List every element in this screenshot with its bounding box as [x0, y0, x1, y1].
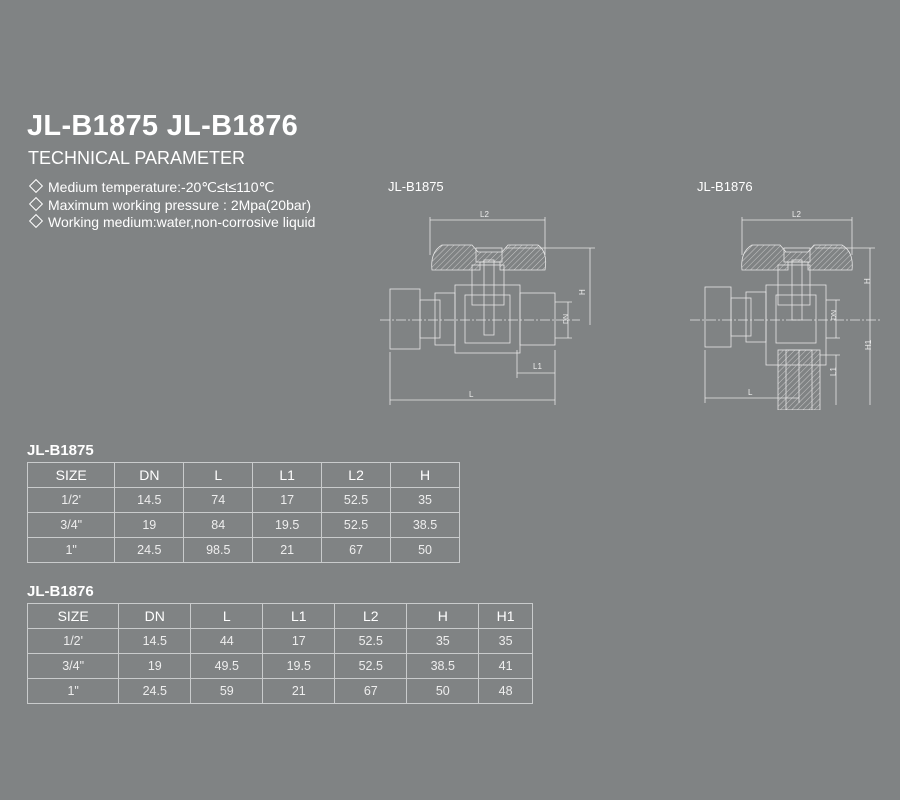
parameter-text: Working medium:water,non-corrosive liqui… — [48, 214, 316, 230]
dim-label: H — [863, 278, 872, 284]
dim-label: L2 — [480, 210, 489, 219]
page-subtitle: TECHNICAL PARAMETER — [28, 148, 246, 168]
table-header-row: SIZE DN L L1 L2 H H1 — [26, 603, 533, 629]
column-header: L2 — [334, 603, 408, 629]
column-header: DN — [118, 603, 192, 629]
table-cell: 1" — [26, 537, 116, 563]
table-cell: 35 — [390, 487, 460, 513]
table-cell: 19 — [114, 512, 185, 538]
column-header: DN — [114, 462, 185, 488]
parameter-item: Maximum working pressure : 2Mpa(20bar) — [28, 196, 315, 215]
table-cell: 44 — [190, 628, 264, 654]
table-cell: 41 — [478, 653, 533, 679]
table-cell: 19 — [118, 653, 192, 679]
column-header: L — [190, 603, 264, 629]
table-cell: 19.5 — [262, 653, 336, 679]
column-header: H — [390, 462, 460, 488]
diamond-bullet-icon — [28, 196, 44, 211]
table-title-b1876: JL-B1876 — [27, 583, 94, 600]
table-header-row: SIZE DN L L1 L2 H — [26, 462, 460, 488]
dim-label: L1 — [533, 362, 542, 371]
table-cell: 24.5 — [118, 678, 192, 704]
parameter-text: Maximum working pressure : 2Mpa(20bar) — [48, 196, 311, 213]
diamond-bullet-icon — [28, 178, 44, 194]
dim-label: L — [469, 390, 474, 399]
column-header: H — [406, 603, 480, 629]
parameter-text: Medium temperature:-20℃≤t≤110℃ — [48, 179, 275, 195]
drawing-label-b1876: JL-B1876 — [697, 179, 753, 194]
table-cell: 1/2' — [26, 628, 120, 654]
valve-drawing-b1876: L2 DN H H1 L1 L — [690, 210, 880, 410]
table-cell: 52.5 — [321, 487, 392, 513]
table-cell: 35 — [406, 628, 480, 654]
dim-label: L2 — [792, 210, 801, 219]
table-cell: 3/4" — [26, 512, 116, 538]
dim-label: H — [578, 289, 587, 295]
page-title: JL-B1875 JL-B1876 — [27, 110, 299, 142]
column-header: L1 — [262, 603, 336, 629]
dim-label: L — [748, 388, 753, 397]
table-cell: 24.5 — [114, 537, 185, 563]
parameter-item: Working medium:water,non-corrosive liqui… — [28, 213, 316, 232]
table-cell: 38.5 — [390, 512, 460, 538]
table-cell: 17 — [262, 628, 336, 654]
table-cell: 3/4" — [26, 653, 120, 679]
column-header: L2 — [321, 462, 392, 488]
table-cell: 48 — [478, 678, 533, 704]
table-cell: 67 — [334, 678, 408, 704]
table-cell: 67 — [321, 537, 392, 563]
drawing-label-b1875: JL-B1875 — [388, 179, 444, 194]
column-header: SIZE — [26, 462, 116, 488]
table-cell: 1" — [26, 678, 120, 704]
table-cell: 49.5 — [190, 653, 264, 679]
table-cell: 50 — [390, 537, 460, 563]
table-cell: 52.5 — [334, 628, 408, 654]
table-cell: 74 — [183, 487, 254, 513]
column-header: H1 — [478, 603, 533, 629]
table-cell: 84 — [183, 512, 254, 538]
table-cell: 21 — [262, 678, 336, 704]
table-cell: 38.5 — [406, 653, 480, 679]
table-cell: 21 — [252, 537, 323, 563]
table-cell: 35 — [478, 628, 533, 654]
table-cell: 52.5 — [334, 653, 408, 679]
table-cell: 50 — [406, 678, 480, 704]
table-cell: 1/2' — [26, 487, 116, 513]
column-header: L1 — [252, 462, 323, 488]
table-cell: 59 — [190, 678, 264, 704]
column-header: SIZE — [26, 603, 120, 629]
table-cell: 52.5 — [321, 512, 392, 538]
table-cell: 98.5 — [183, 537, 254, 563]
table-cell: 14.5 — [114, 487, 185, 513]
dim-label: L1 — [829, 367, 838, 376]
diamond-bullet-icon — [28, 213, 44, 229]
dim-label: H1 — [864, 339, 873, 350]
dim-label: DN — [563, 314, 570, 324]
column-header: L — [183, 462, 254, 488]
dim-label: DN — [831, 310, 838, 320]
table-title-b1875: JL-B1875 — [27, 442, 94, 459]
table-cell: 14.5 — [118, 628, 192, 654]
parameter-list: Medium temperature:-20℃≤t≤110℃ Maximum w… — [28, 178, 316, 232]
parameter-item: Medium temperature:-20℃≤t≤110℃ — [28, 178, 315, 197]
valve-drawing-b1875: L2 H DN L1 L — [380, 210, 595, 405]
table-cell: 19.5 — [252, 512, 323, 538]
table-cell: 17 — [252, 487, 323, 513]
